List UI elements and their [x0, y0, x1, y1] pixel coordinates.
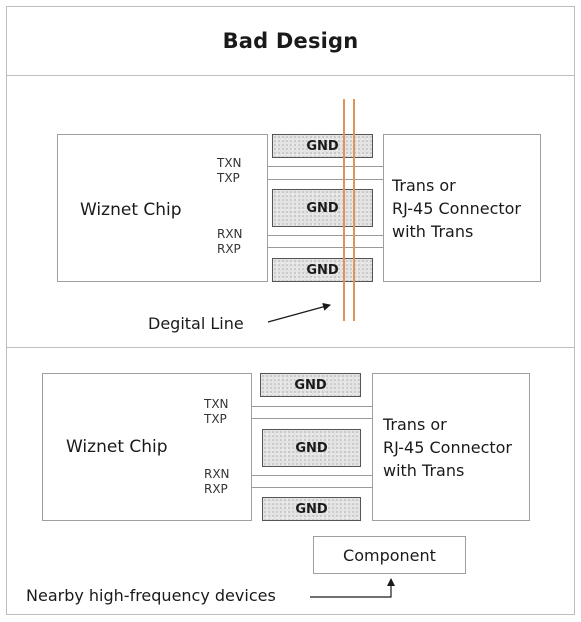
- connector-line-3: with Trans: [383, 461, 465, 480]
- trace-txn: [268, 166, 383, 167]
- pin-label-rxn: RXN: [204, 467, 230, 481]
- gnd-plane-bottom: GND: [262, 497, 361, 521]
- pin-label-txn: TXN: [217, 156, 242, 170]
- gnd-label: GND: [295, 501, 328, 517]
- connector-box: [372, 373, 530, 521]
- gnd-plane-bottom: GND: [272, 258, 373, 282]
- gnd-label: GND: [306, 200, 339, 216]
- component-box: Component: [313, 536, 466, 574]
- wiznet-chip-box: [57, 134, 268, 282]
- title-bar: Bad Design: [6, 6, 575, 76]
- nearby-devices-annotation: Nearby high-frequency devices: [26, 586, 276, 605]
- gnd-plane-middle: GND: [272, 189, 373, 227]
- digital-line-annotation: Degital Line: [148, 314, 244, 333]
- connector-line-1: Trans or: [383, 415, 447, 434]
- trace-rxn: [252, 475, 372, 476]
- trace-rxp: [268, 247, 383, 248]
- digital-line-left: [343, 99, 345, 321]
- wiznet-chip-label: Wiznet Chip: [80, 200, 182, 220]
- gnd-plane-top: GND: [272, 134, 373, 158]
- connector-box: [383, 134, 541, 282]
- trace-txp: [252, 418, 372, 419]
- diagram-title: Bad Design: [222, 28, 359, 53]
- digital-line-right: [353, 99, 355, 321]
- trace-txn: [252, 406, 372, 407]
- connector-line-2: RJ-45 Connector: [383, 438, 513, 457]
- gnd-plane-middle: GND: [262, 429, 361, 467]
- connector-line-2: RJ-45 Connector: [392, 199, 522, 218]
- panel-divider: [6, 347, 575, 348]
- pin-label-txp: TXP: [204, 412, 227, 426]
- pin-label-rxp: RXP: [217, 242, 241, 256]
- gnd-label: GND: [294, 377, 327, 393]
- connector-line-3: with Trans: [392, 222, 474, 241]
- wiznet-chip-label: Wiznet Chip: [66, 437, 168, 457]
- gnd-plane-top: GND: [260, 373, 361, 397]
- component-arrow: [310, 578, 395, 598]
- component-label: Component: [343, 545, 436, 565]
- pin-label-rxn: RXN: [217, 227, 243, 241]
- trace-rxp: [252, 487, 372, 488]
- pin-label-txn: TXN: [204, 397, 229, 411]
- gnd-label: GND: [306, 262, 339, 278]
- connector-line-1: Trans or: [392, 176, 456, 195]
- gnd-label: GND: [306, 138, 339, 154]
- trace-rxn: [268, 235, 383, 236]
- pin-label-txp: TXP: [217, 171, 240, 185]
- gnd-label: GND: [295, 440, 328, 456]
- digital-line-arrow: [267, 302, 331, 323]
- wiznet-chip-box: [42, 373, 252, 521]
- pin-label-rxp: RXP: [204, 482, 228, 496]
- trace-txp: [268, 179, 383, 180]
